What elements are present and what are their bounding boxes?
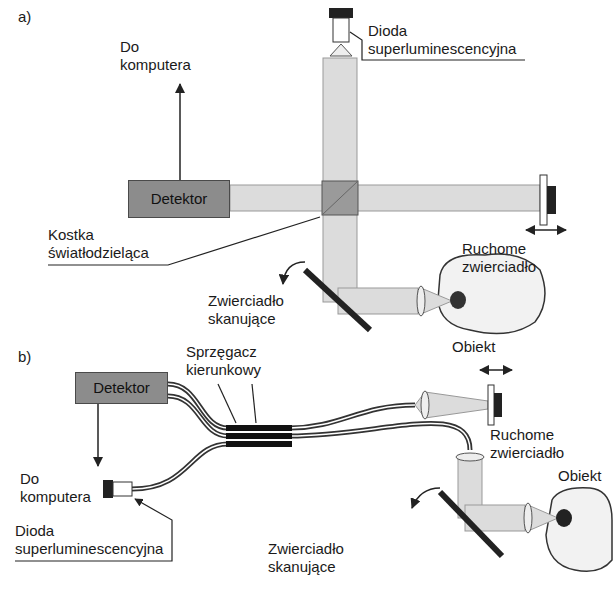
detector-box: Detektor	[75, 372, 168, 404]
detector-box: Detektor	[128, 180, 230, 218]
optical-fibers-part	[168, 384, 228, 428]
mirror-backing	[494, 393, 502, 417]
leader-line	[252, 384, 256, 423]
optical-fibers-part	[290, 405, 415, 428]
diode-cap	[103, 480, 113, 498]
lens	[330, 44, 352, 56]
light-beam	[230, 185, 540, 211]
optical-fibers-part	[168, 396, 228, 436]
beam-splitter-cube	[322, 181, 358, 215]
scanning-mirror	[305, 270, 370, 330]
box-text: Detektor	[93, 379, 150, 397]
optical-fibers-part	[132, 444, 228, 489]
output-label: Do komputera	[120, 38, 205, 74]
source-label: Dioda superluminescencyjna	[15, 522, 175, 558]
mirror-backing	[547, 186, 556, 214]
light-beam	[415, 392, 488, 418]
motion-arrow	[480, 369, 512, 371]
optical-fibers-part	[290, 423, 470, 450]
directional-coupler-part	[226, 425, 292, 431]
directional-coupler-part	[226, 441, 292, 447]
component-label: Ruchome zwierciadło	[462, 240, 562, 276]
component-label: Sprzęgacz kierunkowy	[186, 343, 286, 379]
component-label: Zwierciadło skanujące	[208, 292, 303, 328]
diode-cap	[329, 8, 353, 18]
rotation-arrow	[412, 488, 440, 508]
output-label: Do komputera	[20, 470, 100, 506]
directional-coupler-part	[226, 433, 292, 439]
light-beam	[323, 58, 357, 302]
moving-mirror	[540, 175, 547, 225]
rotation-arrow	[283, 262, 305, 284]
scanning-mirror	[440, 492, 502, 556]
lens	[417, 286, 425, 316]
panel-label: b)	[18, 348, 58, 366]
diode-body	[333, 18, 349, 42]
directional-coupler	[226, 428, 292, 444]
component-label: Kostka światłodzieląca	[48, 226, 170, 262]
leader-line	[48, 217, 320, 265]
focused-beam	[421, 288, 452, 314]
optical-fibers-part	[168, 384, 228, 428]
lens	[456, 453, 484, 461]
source-label: Dioda superluminescencyjna	[368, 22, 528, 58]
object-outline	[546, 488, 612, 572]
object-label: Obiekt	[558, 467, 613, 485]
component-label: Ruchome zwierciadło	[490, 426, 586, 462]
object-feature	[450, 291, 466, 309]
lens	[524, 503, 532, 533]
diode-body	[113, 482, 132, 496]
moving-mirror	[488, 385, 494, 425]
output-arrow	[179, 84, 181, 180]
optical-fibers-part	[132, 444, 228, 489]
leader-line	[218, 384, 236, 423]
optical-fibers-part	[290, 423, 470, 450]
panel-label: a)	[18, 8, 58, 26]
object-feature	[556, 509, 572, 527]
optical-fibers-part	[168, 396, 228, 436]
component-label: Zwierciadło skanujące	[268, 540, 364, 576]
object-label: Obiekt	[452, 338, 512, 356]
cube-diagonal	[322, 181, 358, 215]
box-text: Detektor	[151, 190, 208, 208]
lens	[421, 391, 429, 419]
output-arrow	[97, 404, 99, 466]
motion-arrow	[526, 229, 566, 231]
